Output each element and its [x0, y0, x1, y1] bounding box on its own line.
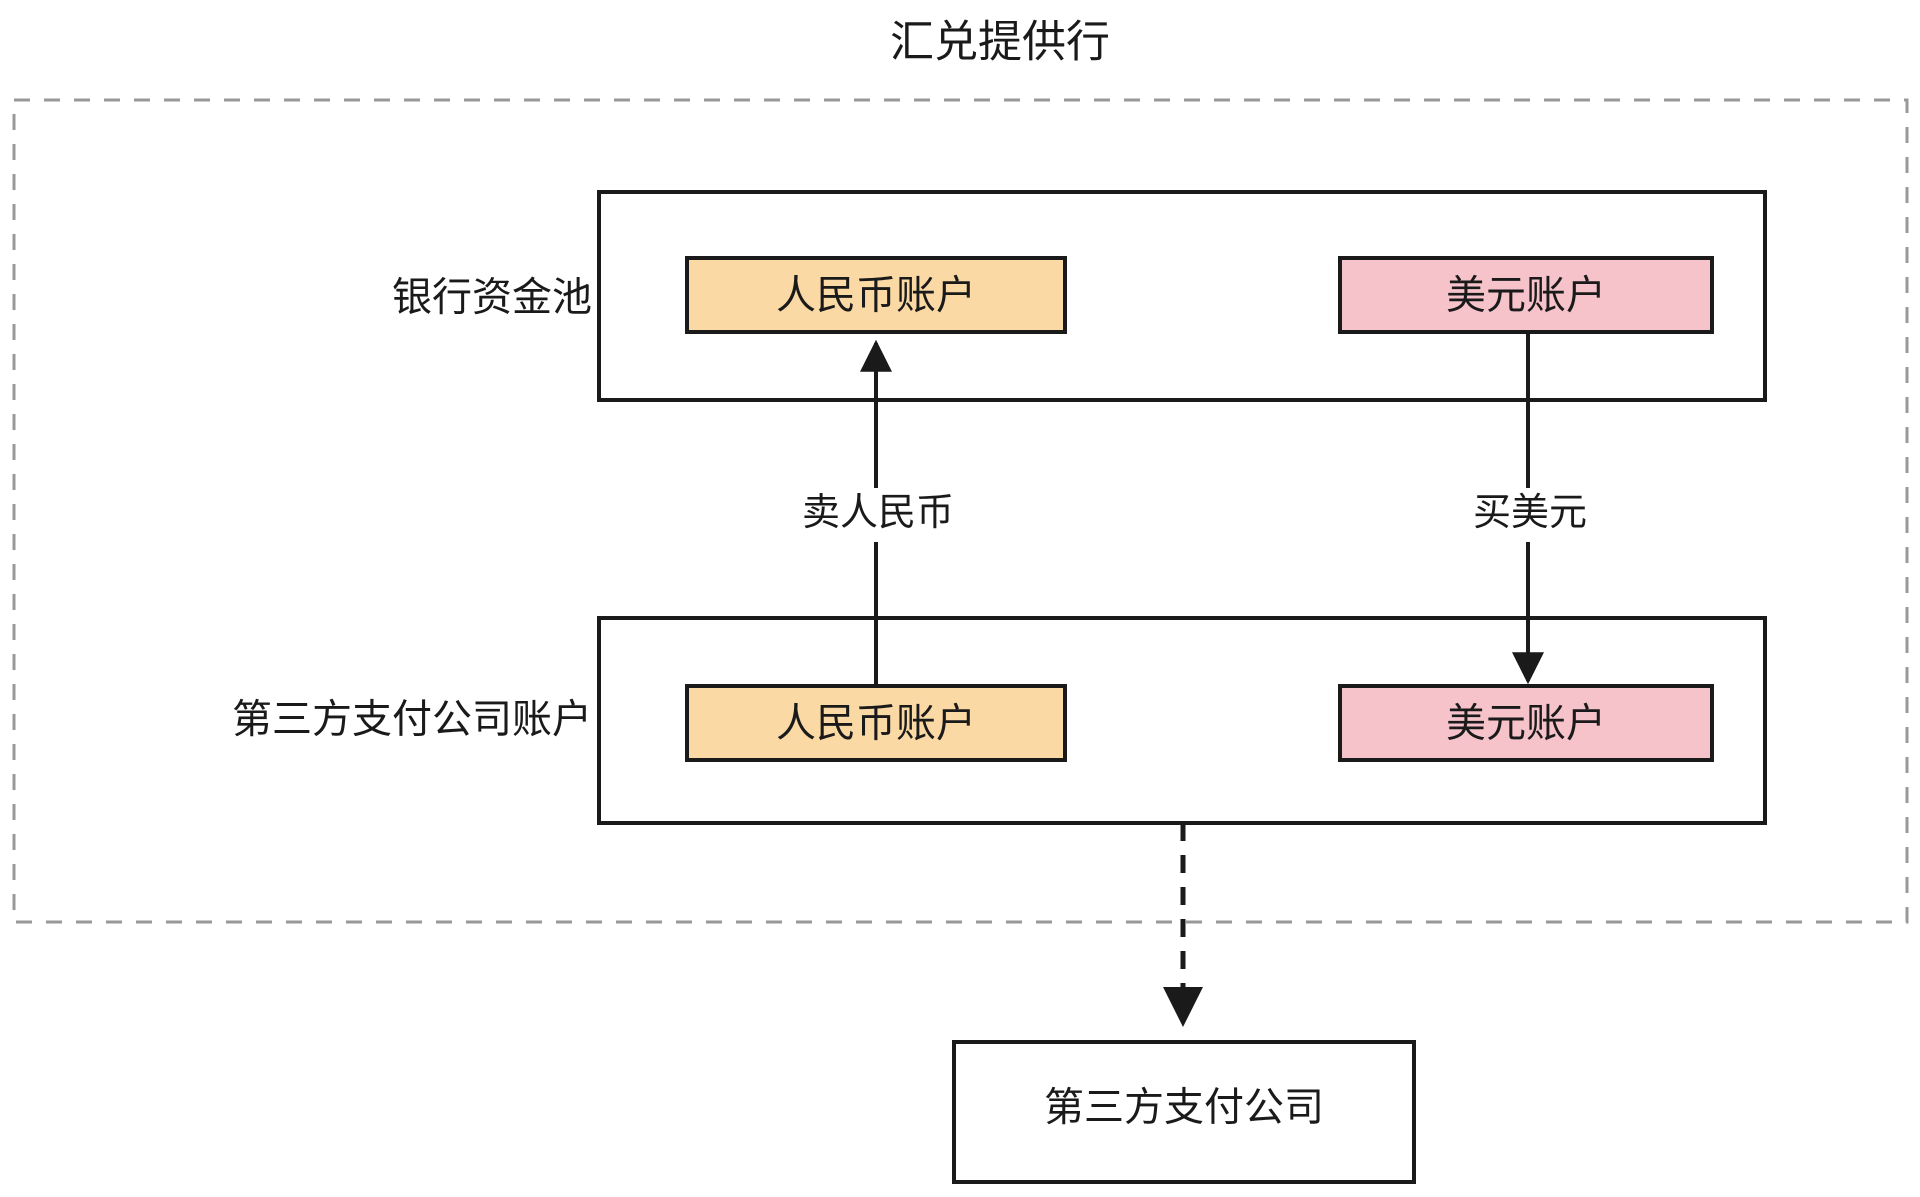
- node-tpp-usd-account[interactable]: [1338, 684, 1714, 762]
- node-tpp-company[interactable]: [952, 1040, 1416, 1184]
- container-exchange-provider: [12, 98, 1909, 924]
- edge-label-buy-usd: 买美元: [1473, 492, 1587, 534]
- edge-buy-usd-label-bg: [1444, 488, 1616, 542]
- node-label-bank-cny: 人民币账户: [776, 274, 976, 318]
- node-label-tpp-usd: 美元账户: [1446, 702, 1606, 746]
- node-label-tpp-cny: 人民币账户: [776, 702, 976, 746]
- group-label-tpp-accounts: 第三方支付公司账户: [232, 698, 592, 742]
- node-bank-cny-account[interactable]: [685, 256, 1067, 334]
- node-label-bank-usd: 美元账户: [1446, 274, 1606, 318]
- node-label-tpp-company: 第三方支付公司: [1044, 1086, 1324, 1130]
- edge-label-sell-cny: 卖人民币: [802, 492, 954, 534]
- edge-sell-cny-label-bg: [768, 488, 988, 542]
- group-label-bank-pool: 银行资金池: [392, 276, 592, 320]
- page-title: 汇兑提供行: [890, 18, 1110, 67]
